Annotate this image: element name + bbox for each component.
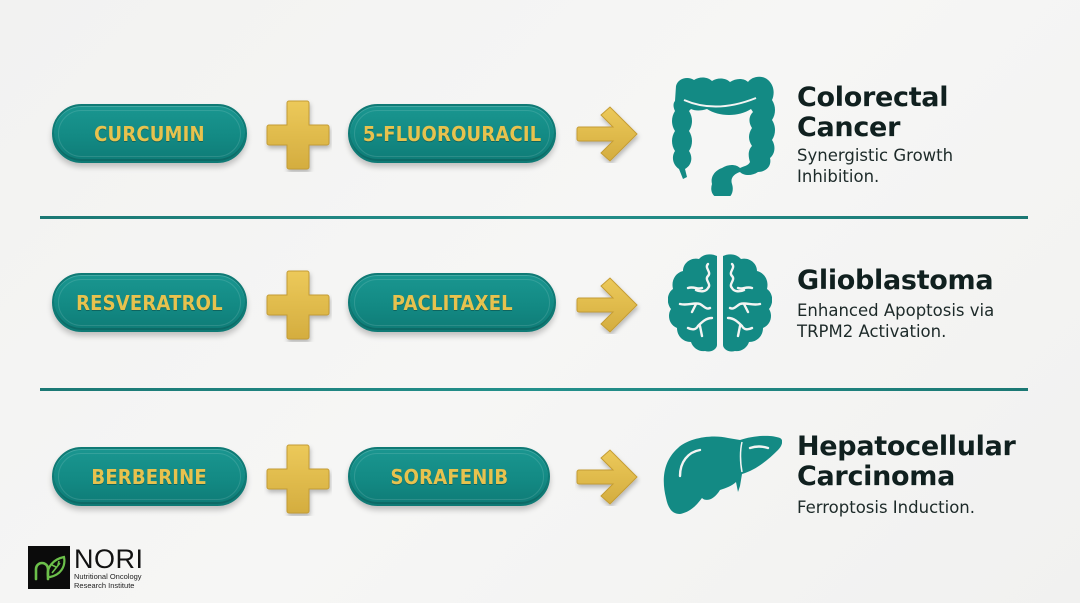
cancer-info-hepatocellular: Hepatocellular Carcinoma Ferroptosis Ind…	[797, 432, 1016, 518]
agent-pill-resveratrol: RESVERATROL	[52, 273, 247, 332]
effect-line1: Ferroptosis Induction.	[797, 498, 975, 517]
logo-subtitle-line1: Nutritional Oncology	[74, 572, 142, 581]
agent-pill-sorafenib: SORAFENIB	[348, 447, 550, 506]
logo-name: NORI	[74, 544, 144, 574]
liver-icon	[663, 435, 782, 514]
cancer-info-colorectal: Colorectal Cancer Synergistic Growth Inh…	[797, 83, 953, 187]
agent-label: CURCUMIN	[94, 121, 205, 146]
plus-icon	[266, 444, 330, 514]
brain-icon	[668, 254, 772, 352]
effect-line1: Synergistic Growth	[797, 146, 954, 165]
agent-label: PACLITAXEL	[391, 290, 513, 315]
logo-subtitle-line2: Research Institute	[74, 581, 135, 590]
arrow-right-icon	[576, 449, 638, 505]
plus-icon	[266, 270, 330, 340]
cancer-title-line2: Cancer	[797, 112, 901, 143]
agent-label: 5-FLUOROURACIL	[362, 121, 542, 146]
colon-icon	[672, 76, 775, 196]
effect-line1: Enhanced Apoptosis via	[797, 301, 995, 320]
arrow-right-icon	[576, 277, 638, 333]
effect-line2: Inhibition.	[797, 167, 880, 186]
row-divider	[40, 388, 1028, 391]
cancer-title-line1: Colorectal	[797, 82, 949, 113]
agent-label: SORAFENIB	[390, 464, 508, 489]
cancer-title-line2: Carcinoma	[797, 461, 956, 492]
arrow-right-icon	[576, 106, 638, 162]
plus-icon	[266, 100, 330, 170]
effect-line2: TRPM2 Activation.	[797, 322, 947, 341]
agent-pill-5-fluorouracil: 5-FLUOROURACIL	[348, 104, 556, 163]
row-divider	[40, 216, 1028, 219]
nori-logo: NORI Nutritional Oncology Research Insti…	[28, 546, 144, 590]
agent-label: RESVERATROL	[76, 290, 223, 315]
cancer-title-line1: Glioblastoma	[797, 265, 994, 296]
cancer-title-line1: Hepatocellular	[797, 431, 1016, 462]
cancer-info-glioblastoma: Glioblastoma Enhanced Apoptosis via TRPM…	[797, 266, 994, 342]
agent-pill-curcumin: CURCUMIN	[52, 104, 247, 163]
leaf-icon	[28, 546, 70, 589]
agent-pill-berberine: BERBERINE	[52, 447, 247, 506]
agent-label: BERBERINE	[91, 464, 208, 489]
agent-pill-paclitaxel: PACLITAXEL	[348, 273, 556, 332]
